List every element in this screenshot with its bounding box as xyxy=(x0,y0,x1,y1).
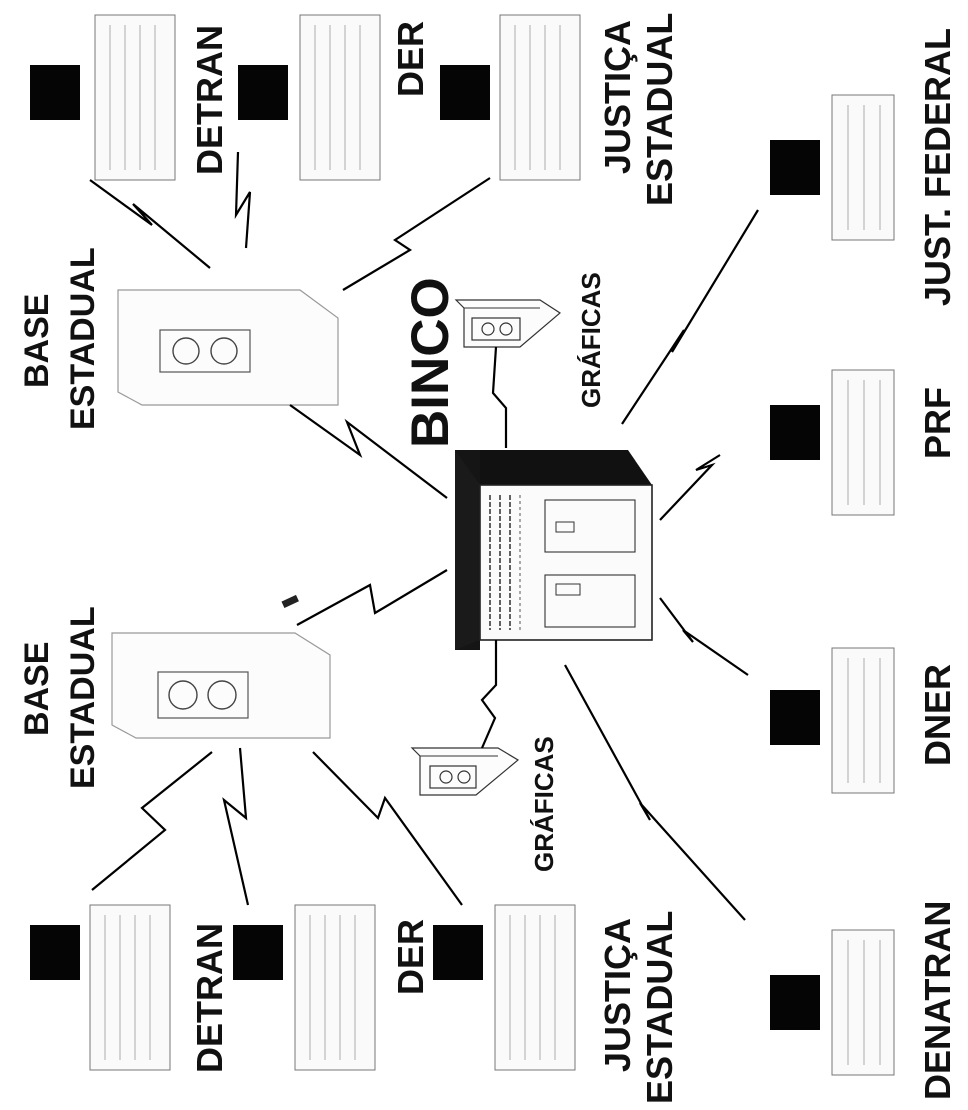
base-estadual-bottom-line2: ESTADUAL xyxy=(64,606,102,789)
terminal-detran-bottom xyxy=(30,904,171,1071)
terminal-label-justica-bottom-line2: ESTADUAL xyxy=(639,911,680,1104)
graficas-top-printer xyxy=(454,299,562,348)
base-estadual-bottom-server xyxy=(111,632,331,739)
terminal-label-justica-bottom-line1: JUSTIÇA xyxy=(597,918,638,1072)
graficas-top-label: GRÁFICAS xyxy=(576,272,606,408)
graficas-bottom-printer xyxy=(410,747,520,796)
terminal-label-just-federal: JUST. FEDERAL xyxy=(917,28,958,306)
terminal-prf xyxy=(770,369,895,516)
terminal-justica-estadual-bottom xyxy=(433,904,576,1071)
terminal-label-detran-bottom: DETRAN xyxy=(189,923,230,1073)
base-estadual-top-server xyxy=(117,289,339,406)
binco-server xyxy=(455,450,653,650)
base-estadual-top-line1: BASE xyxy=(18,294,56,388)
terminal-label-dner: DNER xyxy=(917,664,958,766)
terminal-detran-top xyxy=(30,14,176,181)
terminal-label-der-bottom: DER xyxy=(390,919,431,995)
connections xyxy=(89,151,759,921)
terminal-label-detran-top: DETRAN xyxy=(189,25,230,175)
terminal-der-bottom xyxy=(233,904,376,1071)
base-estadual-bottom-line1: BASE xyxy=(18,642,56,736)
base-estadual-top-line2: ESTADUAL xyxy=(64,247,102,430)
terminal-der-top xyxy=(238,14,381,181)
small-device-icon xyxy=(281,594,299,609)
terminal-label-der-top: DER xyxy=(390,21,431,97)
terminal-label-denatran: DENATRAN xyxy=(917,901,958,1100)
graficas-bottom-label: GRÁFICAS xyxy=(529,736,559,872)
terminal-just-federal xyxy=(770,94,895,241)
terminal-label-justica-top-line2: ESTADUAL xyxy=(639,13,680,206)
terminal-denatran xyxy=(770,929,895,1076)
terminal-label-prf: PRF xyxy=(917,387,958,459)
binco-label: BINCO xyxy=(401,277,460,448)
terminal-dner xyxy=(770,647,895,794)
terminal-label-justica-top-line1: JUSTIÇA xyxy=(597,20,638,174)
terminal-justica-estadual-top xyxy=(440,14,581,181)
